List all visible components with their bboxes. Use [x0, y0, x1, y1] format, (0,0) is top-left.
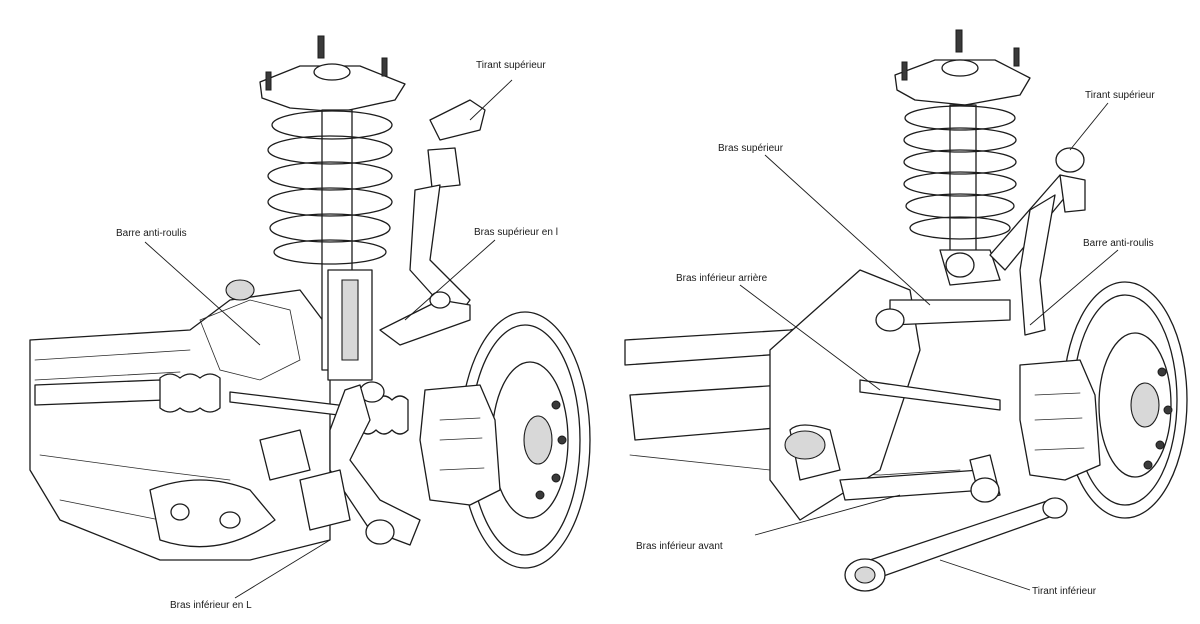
left-label-bras-superieur-en-l: Bras supérieur en l — [474, 227, 558, 238]
left-lower-arm — [149, 384, 421, 548]
right-subframe — [624, 269, 1011, 521]
left-label-tirant-superieur: Tirant supérieur — [476, 60, 546, 71]
right-coil-spring-strut — [894, 29, 1031, 286]
left-label-bras-inferieur-en-l: Bras inférieur en L — [170, 600, 252, 611]
left-upper-arm — [379, 99, 486, 346]
left-coil-spring-strut — [259, 35, 406, 403]
right-label-tirant-superieur: Tirant supérieur — [1085, 90, 1155, 101]
left-label-barre-anti-roulis: Barre anti-roulis — [116, 228, 187, 239]
right-upper-arm — [989, 147, 1086, 336]
right-label-bras-superieur: Bras supérieur — [718, 143, 784, 154]
right-label-bras-inferieur-avant: Bras inférieur avant — [636, 541, 723, 552]
left-leader-lines — [144, 79, 513, 599]
right-leader-lines — [739, 102, 1119, 591]
right-lower-arms — [839, 379, 1068, 592]
right-label-barre-anti-roulis: Barre anti-roulis — [1083, 238, 1154, 249]
right-label-bras-inferieur-arriere: Bras inférieur arrière — [676, 273, 768, 284]
left-suspension-drawing — [29, 35, 591, 599]
right-suspension-drawing — [624, 29, 1188, 592]
right-brake-disc — [1019, 281, 1188, 519]
left-brake-disc — [419, 311, 591, 569]
right-label-tirant-inferieur: Tirant inférieur — [1032, 586, 1097, 597]
